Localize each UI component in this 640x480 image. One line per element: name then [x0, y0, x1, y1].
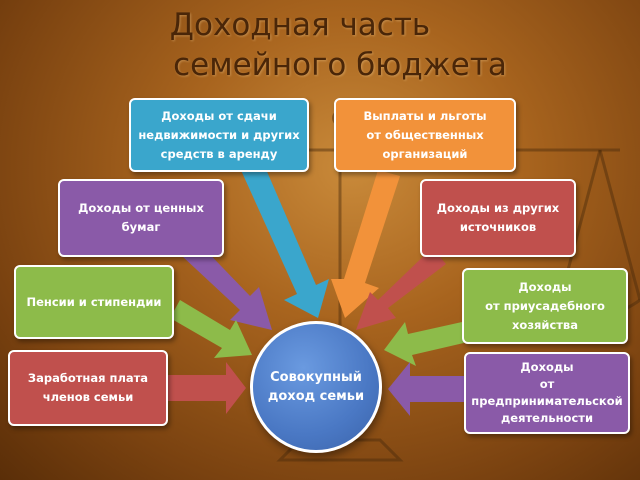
source-other-income: Доходы из других источников [420, 179, 576, 257]
source-household-farming: Доходы от приусадебного хозяйства [462, 268, 628, 344]
total-family-income-circle: Совокупный доход семьи [250, 321, 382, 453]
source-rent-income: Доходы от сдачи недвижимости и других ср… [129, 98, 309, 172]
source-public-benefits: Выплаты и льготы от общественных организ… [334, 98, 516, 172]
arrow-business [388, 362, 466, 416]
arrow-securities [182, 240, 272, 330]
arrow-other-sources [356, 248, 446, 330]
arrow-household [384, 322, 468, 366]
arrow-benefits [331, 170, 400, 318]
slide-title-line-2: семейного бюджета [173, 47, 507, 83]
arrow-pensions [170, 300, 252, 358]
slide-title-line-1: Доходная часть [169, 7, 431, 43]
source-business-activity: Доходы от предпринимательской деятельнос… [464, 352, 630, 434]
arrow-salary [166, 362, 246, 414]
arrow-rent [240, 160, 329, 318]
source-securities-income: Доходы от ценных бумаг [58, 179, 224, 257]
source-family-salary: Заработная плата членов семьи [8, 350, 168, 426]
source-pensions-stipends: Пенсии и стипендии [14, 265, 174, 339]
